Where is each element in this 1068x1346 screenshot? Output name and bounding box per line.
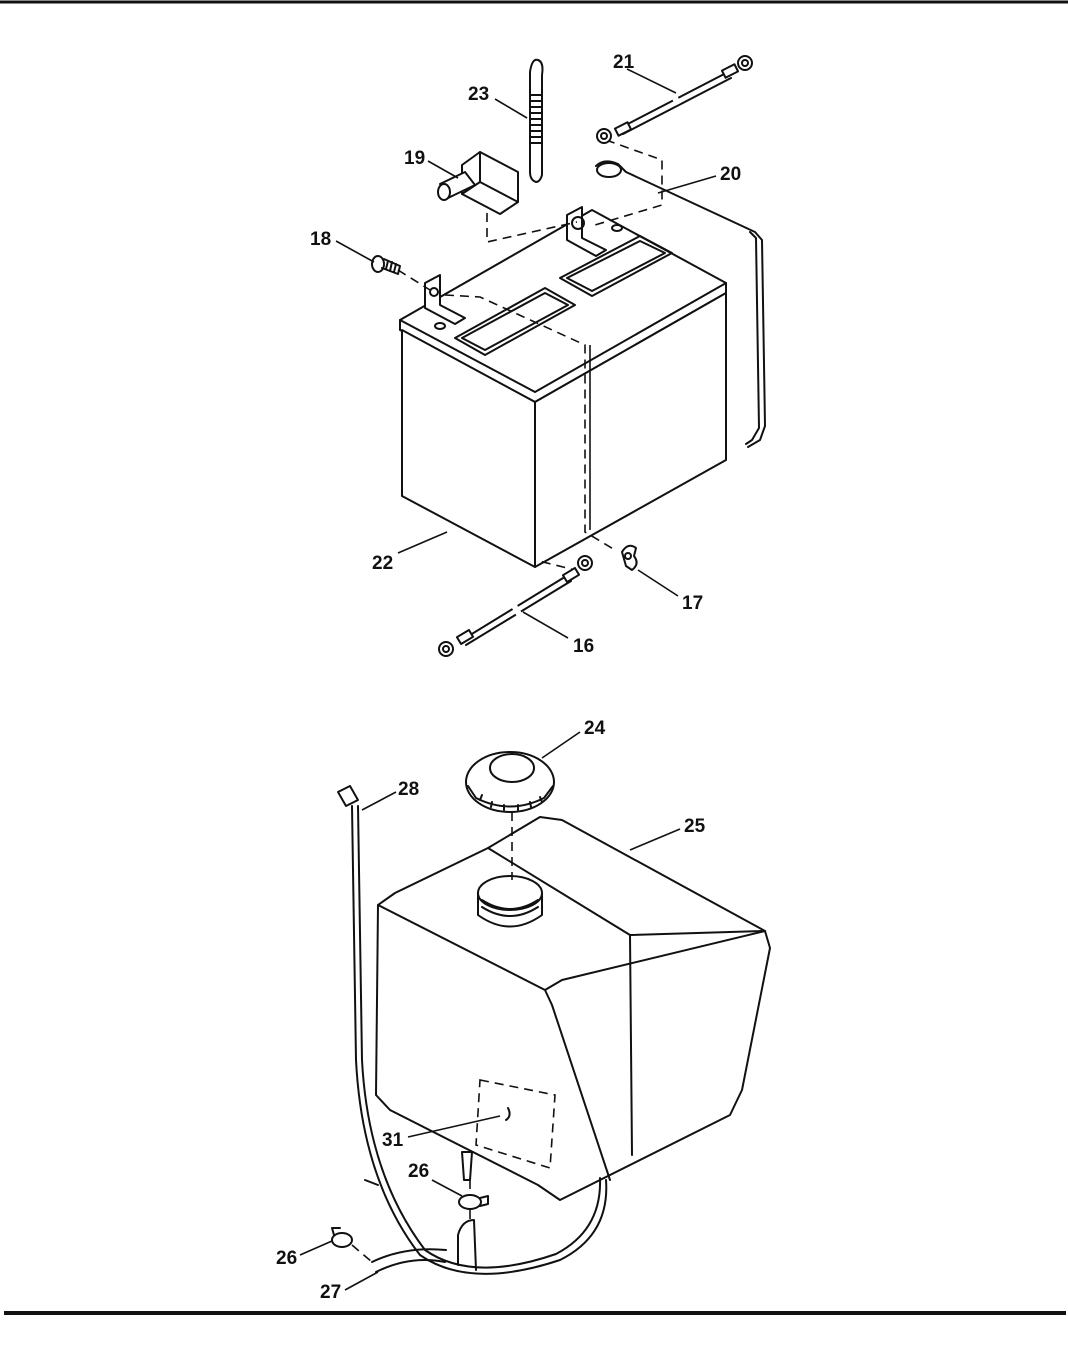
callout-17: 17 [682,593,703,614]
callout-19: 19 [404,148,425,169]
filler-cap [466,752,554,812]
assembly-line-cable-top [595,140,662,225]
hose-clamp-lower [332,1228,352,1247]
assembly-line-bolt [398,270,430,290]
callout-21: 21 [613,52,635,73]
callout-20: 20 [720,164,741,185]
vent-tube [530,60,543,182]
callout-22: 22 [372,553,393,574]
callout-28: 28 [398,779,419,800]
callout-16: 16 [573,636,594,657]
reservoir-tank [376,817,770,1200]
wing-nut [622,546,637,570]
callout-25: 25 [684,816,706,837]
callout-18: 18 [310,229,331,250]
callout-24: 24 [584,718,606,739]
battery [400,207,726,567]
cable-ground [439,556,592,656]
callout-26-lower: 26 [276,1248,297,1269]
callout-23: 23 [468,84,489,105]
battery-assembly [372,56,765,656]
hose-clamp-upper [459,1195,488,1209]
terminal-cover [438,152,518,214]
callout-31: 31 [382,1130,404,1151]
bolt [372,256,400,274]
callout-26-upper: 26 [408,1161,429,1182]
callout-27: 27 [320,1282,341,1303]
